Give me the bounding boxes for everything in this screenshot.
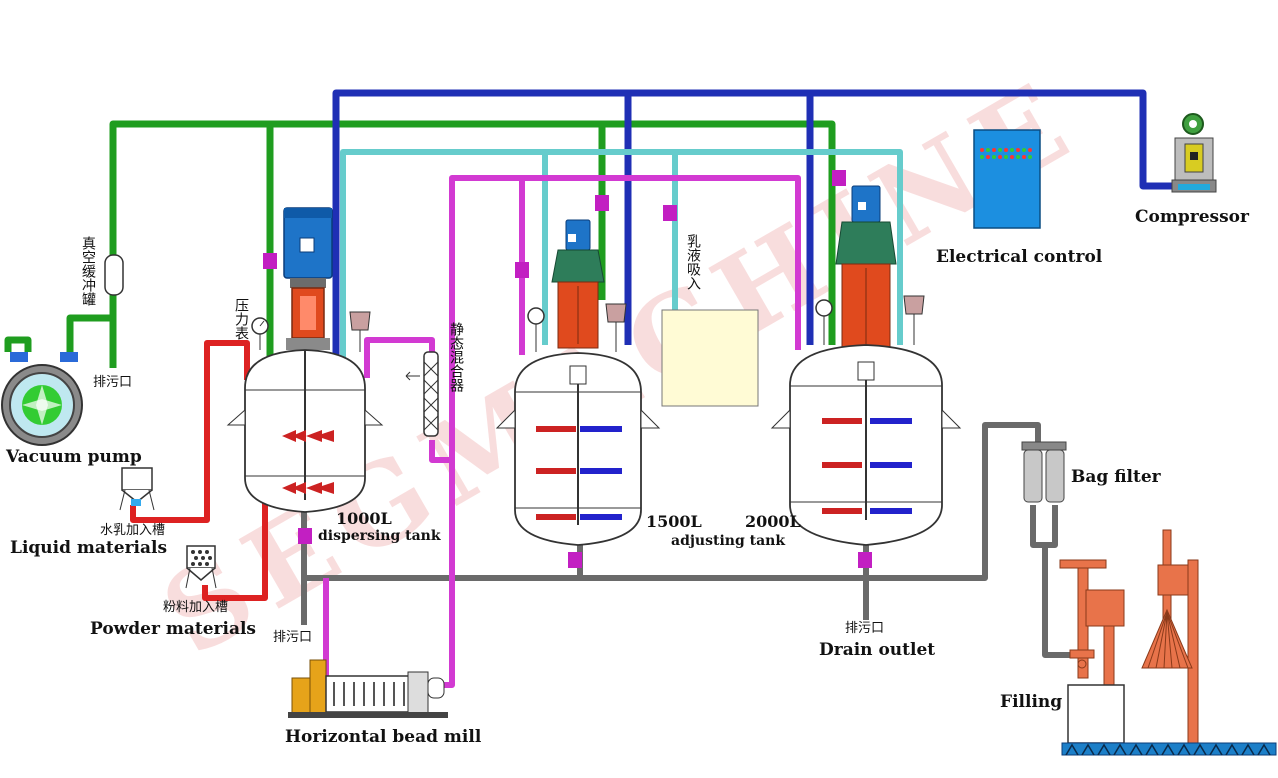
vacuum-buffer-tank-label: 真空缓冲罐 [80, 236, 96, 306]
powder-materials-label: Powder materials [90, 619, 256, 639]
adjusting-tank-label: adjusting tank [671, 533, 785, 549]
bag-filter-label: Bag filter [1071, 467, 1162, 487]
vacuum-pump [1, 352, 83, 446]
bead-mill-label: Horizontal bead mill [285, 727, 482, 747]
vacuum-pump-label: Vacuum pump [5, 447, 142, 467]
pressure-gauge-label: 压力表 [233, 298, 249, 340]
valve[interactable] [595, 195, 609, 211]
valve[interactable] [263, 253, 277, 269]
valve[interactable] [663, 205, 677, 221]
vacuum-buffer-tank [104, 254, 124, 296]
powder-feed-tank [185, 545, 217, 589]
horizontal-bead-mill [288, 659, 448, 718]
static-mixer-label: 静态混合器 [448, 322, 464, 392]
valve[interactable] [832, 170, 846, 186]
discharge-left-label: 排污口 [273, 630, 312, 645]
transfer-line [323, 175, 801, 693]
bag-filter [1021, 441, 1067, 503]
valve[interactable] [515, 262, 529, 278]
drain-outlet-label: Drain outlet [819, 640, 935, 660]
tank2-volume-label: 1500L [646, 512, 702, 531]
compressor [1171, 113, 1217, 193]
tank3-volume-label: 2000L [745, 512, 801, 531]
valve[interactable] [858, 552, 872, 568]
electrical-control-label: Electrical control [936, 247, 1103, 267]
compressor-label: Compressor [1135, 207, 1250, 227]
compressed-air-line [332, 89, 1178, 360]
filling-label: Filling [1000, 692, 1062, 712]
emulsion-line [340, 149, 903, 360]
filling-machine [1059, 529, 1277, 756]
liquid-materials-label: Liquid materials [10, 538, 167, 558]
powder-feed-tank-label: 粉料加入槽 [163, 600, 228, 615]
emulsion-suction-label: 乳液吸入 [685, 234, 701, 290]
valves [263, 170, 872, 568]
adjusting-tank-1500L [495, 219, 661, 546]
valve[interactable] [568, 552, 582, 568]
discharge-right-label: 排污口 [845, 621, 884, 636]
tank1-volume-label: 1000L [336, 509, 392, 528]
adjusting-tank-2000L [770, 185, 962, 546]
electrical-control-cabinet [973, 129, 1041, 229]
liquid-feed-tank-label: 水乳加入槽 [100, 523, 165, 538]
valve[interactable] [298, 528, 312, 544]
dispersing-tank-1000L [226, 207, 384, 513]
discharge-top-label: 排污口 [93, 375, 132, 390]
static-mixer [405, 351, 439, 437]
emulsion-suction-box [661, 309, 759, 407]
feed-line [130, 340, 268, 601]
tank1-name-label: dispersing tank [318, 528, 441, 544]
liquid-feed-tank [119, 467, 155, 511]
